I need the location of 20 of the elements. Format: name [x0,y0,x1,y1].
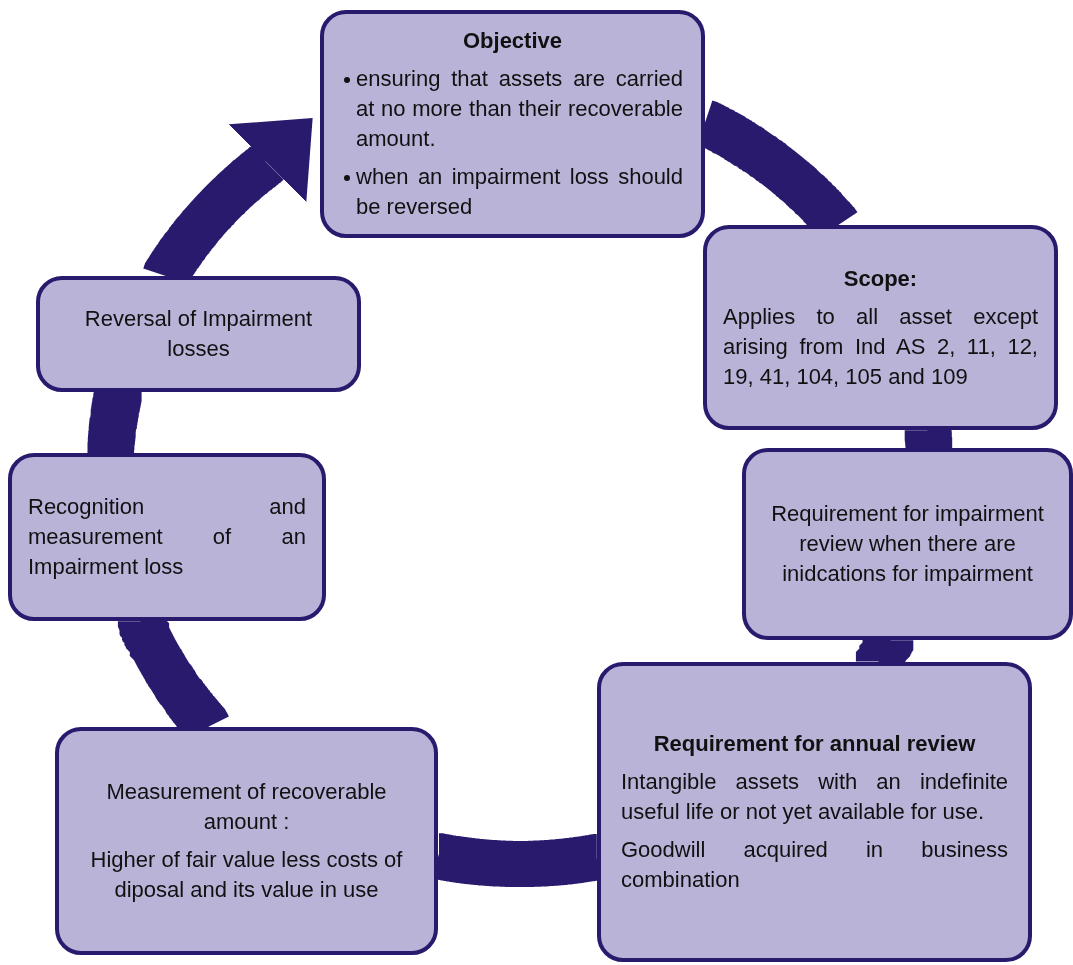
box-text: Reversal of Impairment losses [83,305,314,363]
process-box [36,276,361,392]
box-heading: Requirement for annual review [652,730,977,758]
process-box [742,448,1073,640]
box-text: Requirement for impairment review when there are inidcations for impairment [770,500,1045,588]
box-text: Goodwill acquired in business combination [621,836,1008,894]
box-text: Recognition and measurement of an Impairment loss [28,493,306,581]
box-heading: Scope: [842,264,919,293]
process-box [597,662,1032,962]
process-box [320,10,705,238]
box-text: Applies to all asset except arising from Ind AS 2, 11, 12, 19, 41, 104, 105 and 109 [723,302,1038,391]
bullet-text: when an impairment loss should be reversed [356,163,683,221]
box-text: Measurement of recoverable amount : [105,778,388,836]
bullet-text: ensuring that assets are carried at no more than their recoverable amount. [356,65,683,153]
box-text: Intangible assets with an indefinite useful life or not yet available for use. [621,768,1008,826]
process-box [55,727,438,955]
process-box [8,453,326,621]
process-box [703,225,1058,430]
box-heading: Objective [461,27,563,55]
box-text: Higher of fair value less costs of diposal and its value in use [89,846,404,904]
